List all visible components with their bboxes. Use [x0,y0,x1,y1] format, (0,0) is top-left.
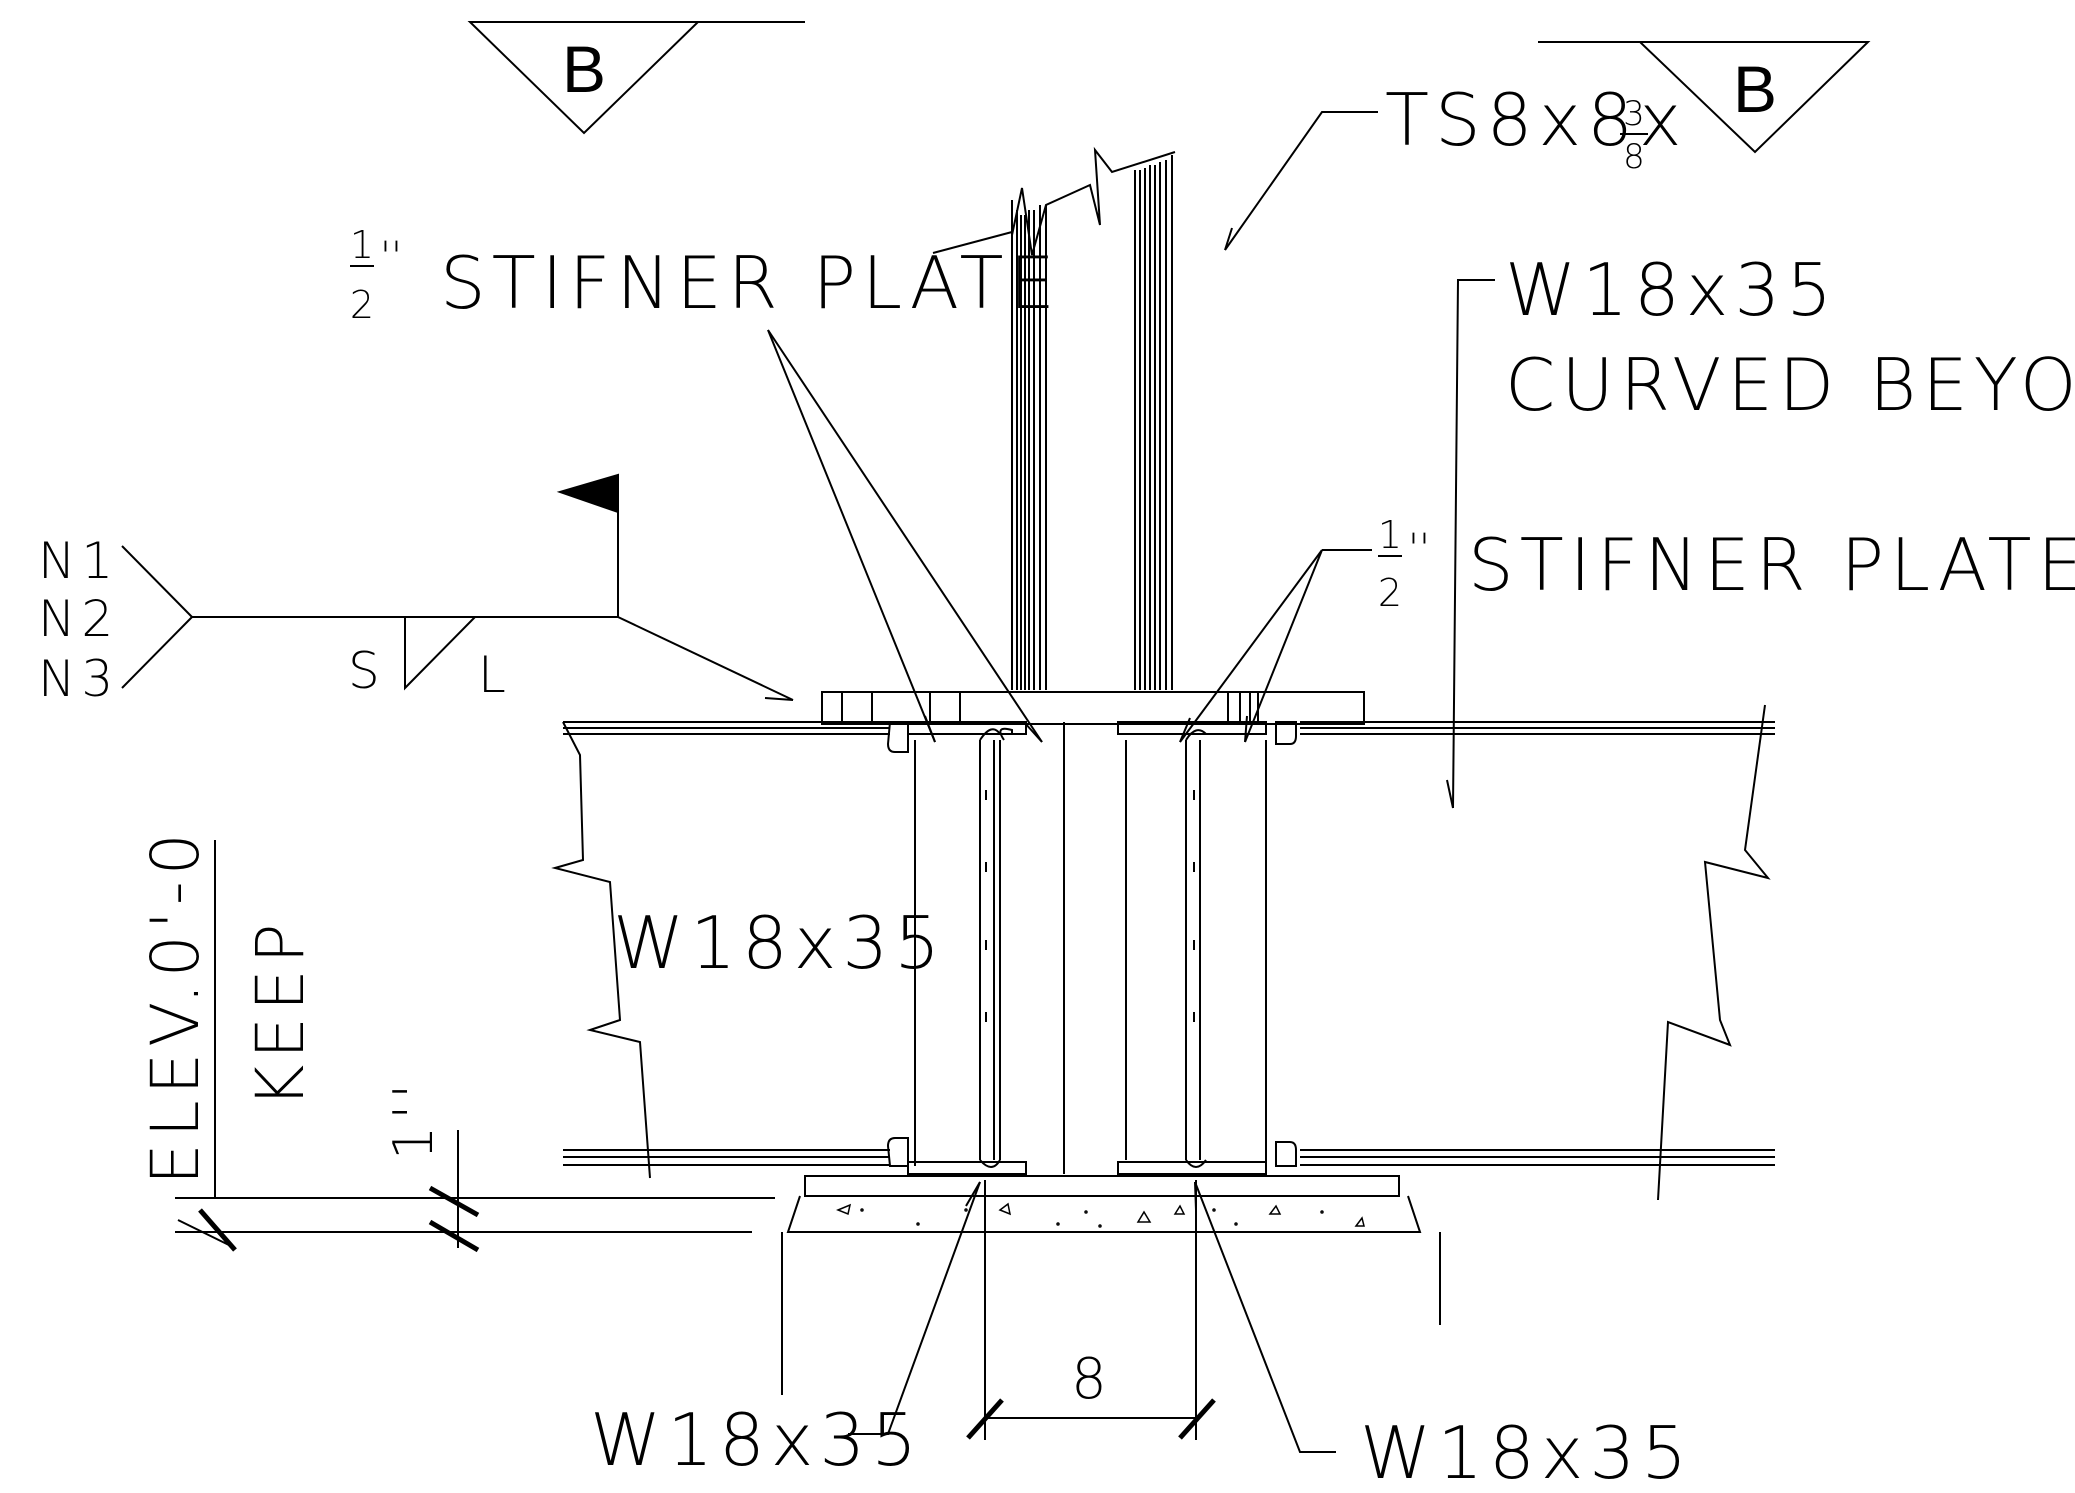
beam-label-left: W18x35 [613,901,946,985]
bottom-dimension [966,1180,1216,1440]
column-size-fraction-num: 3 [1623,94,1645,134]
bottom-label-left: W18x35 [590,1398,923,1482]
weld-side-s: S [348,642,386,700]
beam-flanges-left [551,721,890,1179]
weld-side-l: L [478,646,512,704]
stiffener-right-label: STIFNER PLATE [1468,523,2075,607]
concrete-hatch [836,1202,1365,1228]
weld-note-n3: N3 [38,650,119,708]
stiffener-right-frac-den: 2 [1378,571,1402,615]
section-marker-right-letter: B [1733,52,1777,126]
weld-note-n1: N1 [38,532,119,590]
stiffener-right-inch-mark: '' [1408,526,1430,572]
stiffener-left-frac-den: 2 [350,283,374,327]
stiffener-left-leaders [767,231,1043,743]
section-marker-right [1538,41,1871,154]
central-beams [886,721,1297,1175]
column-leader [1224,111,1378,251]
column-size-fraction-den: 8 [1623,137,1645,177]
column-size-label: TS8x8x [1385,78,1688,162]
stiffener-right-frac-num: 1 [1378,513,1402,557]
elevation-dim-1in: 1'' [382,1078,445,1160]
weld-symbol [121,473,794,701]
column-tube [1011,146,1176,690]
elevation-line2: KEEP [242,918,319,1108]
beam-flanges-right [1300,704,1775,1201]
elevation-line1: ELEV.0'-0 [137,827,214,1185]
stiffener-left-label: STIFNER PLATE [440,241,1061,325]
weld-note-n2: N2 [38,590,119,648]
stiffener-left-frac-num: 1 [350,223,374,267]
section-marker-left [467,21,805,135]
cap-plate [821,691,1365,725]
bottom-leaders [848,1181,1336,1453]
stiffener-left-inch-mark: '' [380,234,402,280]
elevation-dimension [177,1130,480,1253]
base-plate-concrete [175,1175,1441,1395]
curved-beam-leader [1446,279,1495,809]
section-marker-left-letter: B [562,32,606,106]
curved-beam-line1: W18x35 [1505,248,1838,332]
bottom-dim-value: 8 [1071,1347,1113,1412]
curved-beam-line2: CURVED BEYOND [1505,343,2075,427]
stiffener-right-leaders [1179,549,1372,743]
bottom-label-right: W18x35 [1360,1411,1693,1493]
